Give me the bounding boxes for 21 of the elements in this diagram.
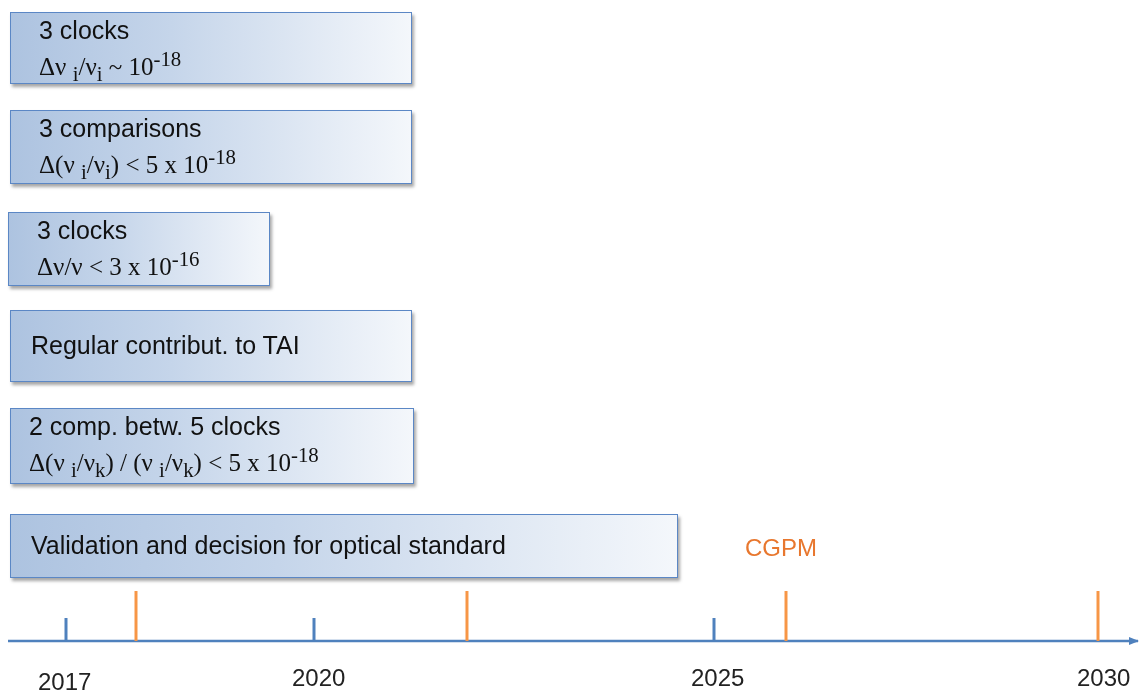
formula-text: Δν/ν < 3 x 10$^{-16}$ — [37, 246, 201, 283]
milestone-text: Regular contribut. to TAI — [31, 330, 300, 362]
milestone-box — [10, 514, 678, 578]
milestone-text: 2 comp. betw. 5 clocks — [29, 411, 282, 442]
milestone-box — [10, 310, 412, 382]
milestone-box — [10, 110, 412, 184]
milestone-box — [10, 408, 414, 484]
year-label: 2030 — [1077, 664, 1131, 692]
formula-text: Δ(ν $_{i}$/ν$_{k}$) / (ν $_{i}$/ν$_{k}$) < 5 x 10$^{-18}$ — [29, 442, 320, 484]
event-label: CGPM — [745, 534, 817, 562]
year-label: 2017 — [38, 668, 92, 693]
milestone-text: 3 clocks — [39, 15, 131, 46]
formula-text: Δν $_{i}$/ν$_{i}$ ~ 10$^{-18}$ — [39, 46, 183, 88]
milestone-text: Validation and decision for optical standard — [31, 530, 506, 562]
milestone-box — [8, 212, 270, 286]
year-label: 2025 — [691, 664, 745, 692]
formula-text: Δ(ν $_{i}$/ν$_{i}$) < 5 x 10$^{-18}$ — [39, 144, 237, 186]
milestone-text: 3 comparisons — [39, 113, 203, 144]
year-label: 2020 — [292, 664, 346, 692]
milestone-text: 3 clocks — [37, 215, 129, 246]
milestone-box — [10, 12, 412, 84]
